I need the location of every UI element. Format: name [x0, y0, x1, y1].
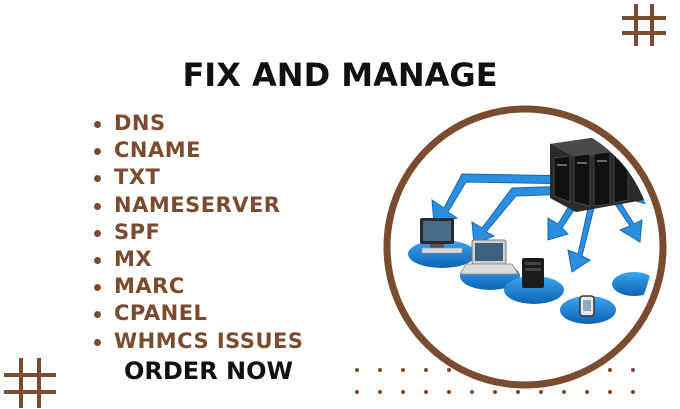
list-item-label: CPANEL — [114, 301, 208, 326]
page-title: FIX AND MANAGE — [0, 56, 680, 94]
disk-icon — [504, 276, 564, 304]
disk-icon — [612, 272, 653, 296]
bullet-icon — [94, 256, 101, 264]
bullet-icon — [94, 121, 101, 128]
list-item-label: MARC — [114, 274, 185, 299]
bullet-icon — [94, 148, 101, 156]
list-item: DNS — [92, 110, 304, 137]
list-item: CNAME — [92, 137, 304, 164]
order-now-button[interactable]: ORDER NOW — [124, 357, 293, 385]
desktop-monitor-icon — [420, 218, 463, 254]
list-item: MX — [92, 246, 304, 273]
list-item-label: MX — [114, 246, 153, 271]
list-item: SPF — [92, 219, 304, 246]
list-item: TXT — [92, 164, 304, 191]
services-list: DNS CNAME TXT NAMESERVER SPF MX MARC CPA… — [92, 110, 304, 355]
tower-server-icon — [522, 258, 544, 288]
list-item-label: NAMESERVER — [114, 192, 281, 217]
list-item-label: TXT — [114, 165, 161, 190]
bullet-icon — [94, 175, 101, 183]
hash-icon — [622, 4, 666, 46]
list-item: WHMCS ISSUES — [92, 328, 304, 355]
bullet-icon — [94, 229, 101, 237]
title-text: FIX AND MANAGE — [182, 56, 498, 94]
laptop-icon — [459, 239, 519, 275]
list-item: CPANEL — [92, 300, 304, 327]
disk-icon — [408, 240, 476, 268]
bullet-icon — [94, 338, 101, 346]
list-item-label: DNS — [114, 111, 166, 135]
list-item-label: WHMCS ISSUES — [114, 328, 304, 353]
bullet-icon — [94, 284, 101, 292]
phone-icon — [579, 295, 595, 317]
list-item-label: CNAME — [114, 138, 201, 163]
list-item: MARC — [92, 273, 304, 300]
list-item: NAMESERVER — [92, 192, 304, 219]
bullet-icon — [94, 202, 101, 210]
bullet-icon — [94, 311, 101, 319]
hash-icon — [4, 358, 56, 408]
list-item-label: SPF — [114, 219, 161, 244]
network-illustration — [383, 105, 667, 389]
